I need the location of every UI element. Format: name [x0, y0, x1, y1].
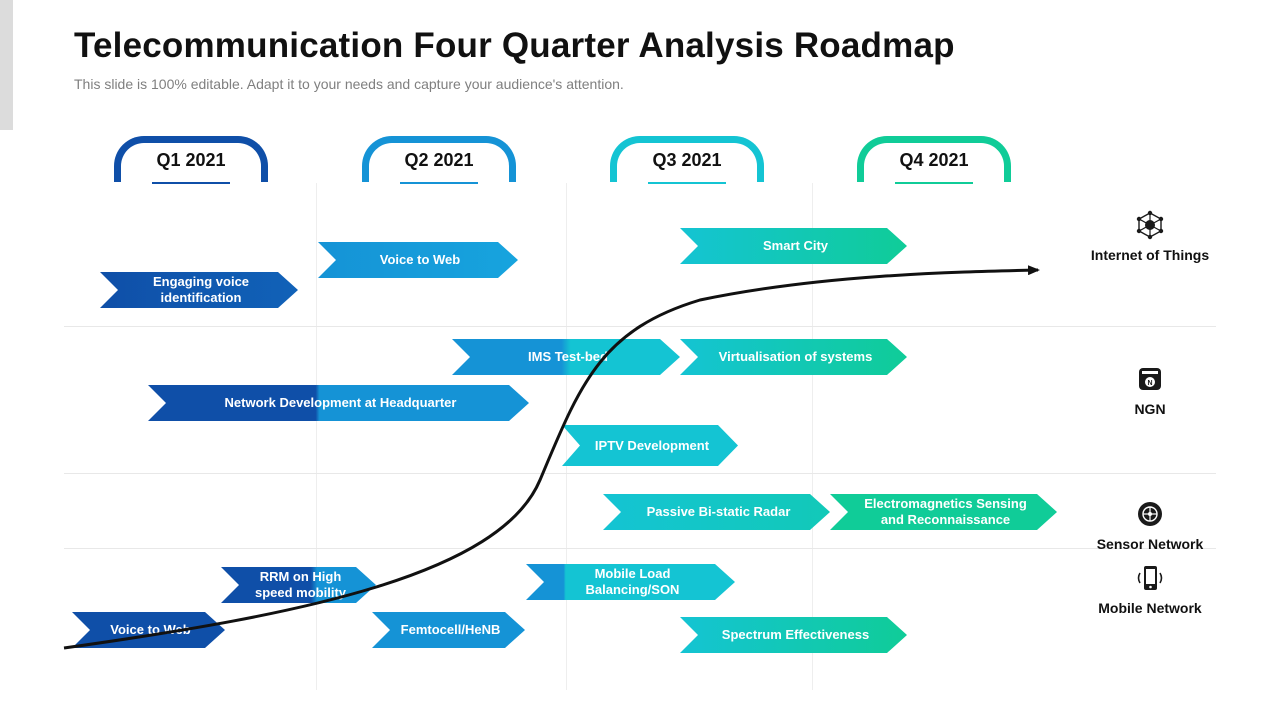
quarter-header-q4: Q4 2021: [857, 136, 1011, 186]
quarter-underline: [648, 182, 726, 184]
quarter-underline: [152, 182, 230, 184]
grid-divider-horizontal: [64, 473, 1216, 474]
quarter-header-q2: Q2 2021: [362, 136, 516, 186]
task-arrow-engaging-voice-identification[interactable]: Engaging voice identification: [100, 272, 298, 308]
grid-divider-horizontal: [64, 548, 1216, 549]
task-arrow-smart-city[interactable]: Smart City: [680, 228, 907, 264]
category-mobile-network: Mobile Network: [1090, 563, 1210, 618]
grid-divider-vertical: [566, 183, 567, 690]
mobile-phone-icon: [1137, 566, 1163, 590]
quarter-underline: [400, 182, 478, 184]
quarter-label: Q2 2021: [404, 150, 474, 170]
grid-divider-vertical: [316, 183, 317, 690]
grid-divider-vertical: [812, 183, 813, 690]
quarter-header-q1: Q1 2021: [114, 136, 268, 186]
category-internet-of-things: Internet of Things: [1090, 210, 1210, 265]
category-label: Sensor Network: [1096, 536, 1204, 552]
task-arrow-virtualisation-of-systems[interactable]: Virtualisation of systems: [680, 339, 907, 375]
quarter-arc: [857, 136, 1011, 182]
router-icon: N: [1139, 368, 1161, 390]
page-subtitle: This slide is 100% editable. Adapt it to…: [74, 76, 624, 92]
task-arrow-iptv-development[interactable]: IPTV Development: [562, 425, 738, 466]
quarter-arc: [114, 136, 268, 182]
sensor-globe-icon: [1138, 502, 1162, 526]
category-label: NGN: [1134, 401, 1166, 417]
svg-text:N: N: [1147, 380, 1152, 387]
network-nodes-icon: [1136, 210, 1164, 240]
growth-curve-path: [63, 265, 1040, 650]
side-tab-decoration: [0, 0, 13, 130]
task-arrow-rrm-on-high-speed-mobility[interactable]: RRM on High speed mobility: [221, 567, 376, 603]
category-ngn: N NGN: [1090, 364, 1210, 419]
quarter-label: Q1 2021: [156, 150, 226, 170]
category-sensor-network: Sensor Network: [1090, 499, 1210, 554]
task-arrow-electromagnetics-sensing[interactable]: Electromagnetics Sensing and Reconnaissa…: [830, 494, 1057, 530]
task-arrow-ims-test-bed[interactable]: IMS Test-bed: [452, 339, 680, 375]
task-arrow-voice-to-web[interactable]: Voice to Web: [318, 242, 518, 278]
task-arrow-spectrum-effectiveness[interactable]: Spectrum Effectiveness: [680, 617, 907, 653]
category-label: Mobile Network: [1098, 600, 1202, 616]
quarter-arc: [362, 136, 516, 182]
task-arrow-mobile-load-balancing-son[interactable]: Mobile Load Balancing/SON: [526, 564, 735, 600]
page-title: Telecommunication Four Quarter Analysis …: [74, 26, 955, 65]
quarter-label: Q4 2021: [899, 150, 969, 170]
quarter-arc: [610, 136, 764, 182]
quarter-label: Q3 2021: [652, 150, 722, 170]
category-label: Internet of Things: [1090, 247, 1210, 263]
quarter-underline: [895, 182, 973, 184]
task-arrow-femtocell-henb[interactable]: Femtocell/HeNB: [372, 612, 525, 648]
task-arrow-passive-bi-static-radar[interactable]: Passive Bi-static Radar: [603, 494, 830, 530]
quarter-header-q3: Q3 2021: [610, 136, 764, 186]
task-arrow-network-development-at-headquarter[interactable]: Network Development at Headquarter: [148, 385, 529, 421]
